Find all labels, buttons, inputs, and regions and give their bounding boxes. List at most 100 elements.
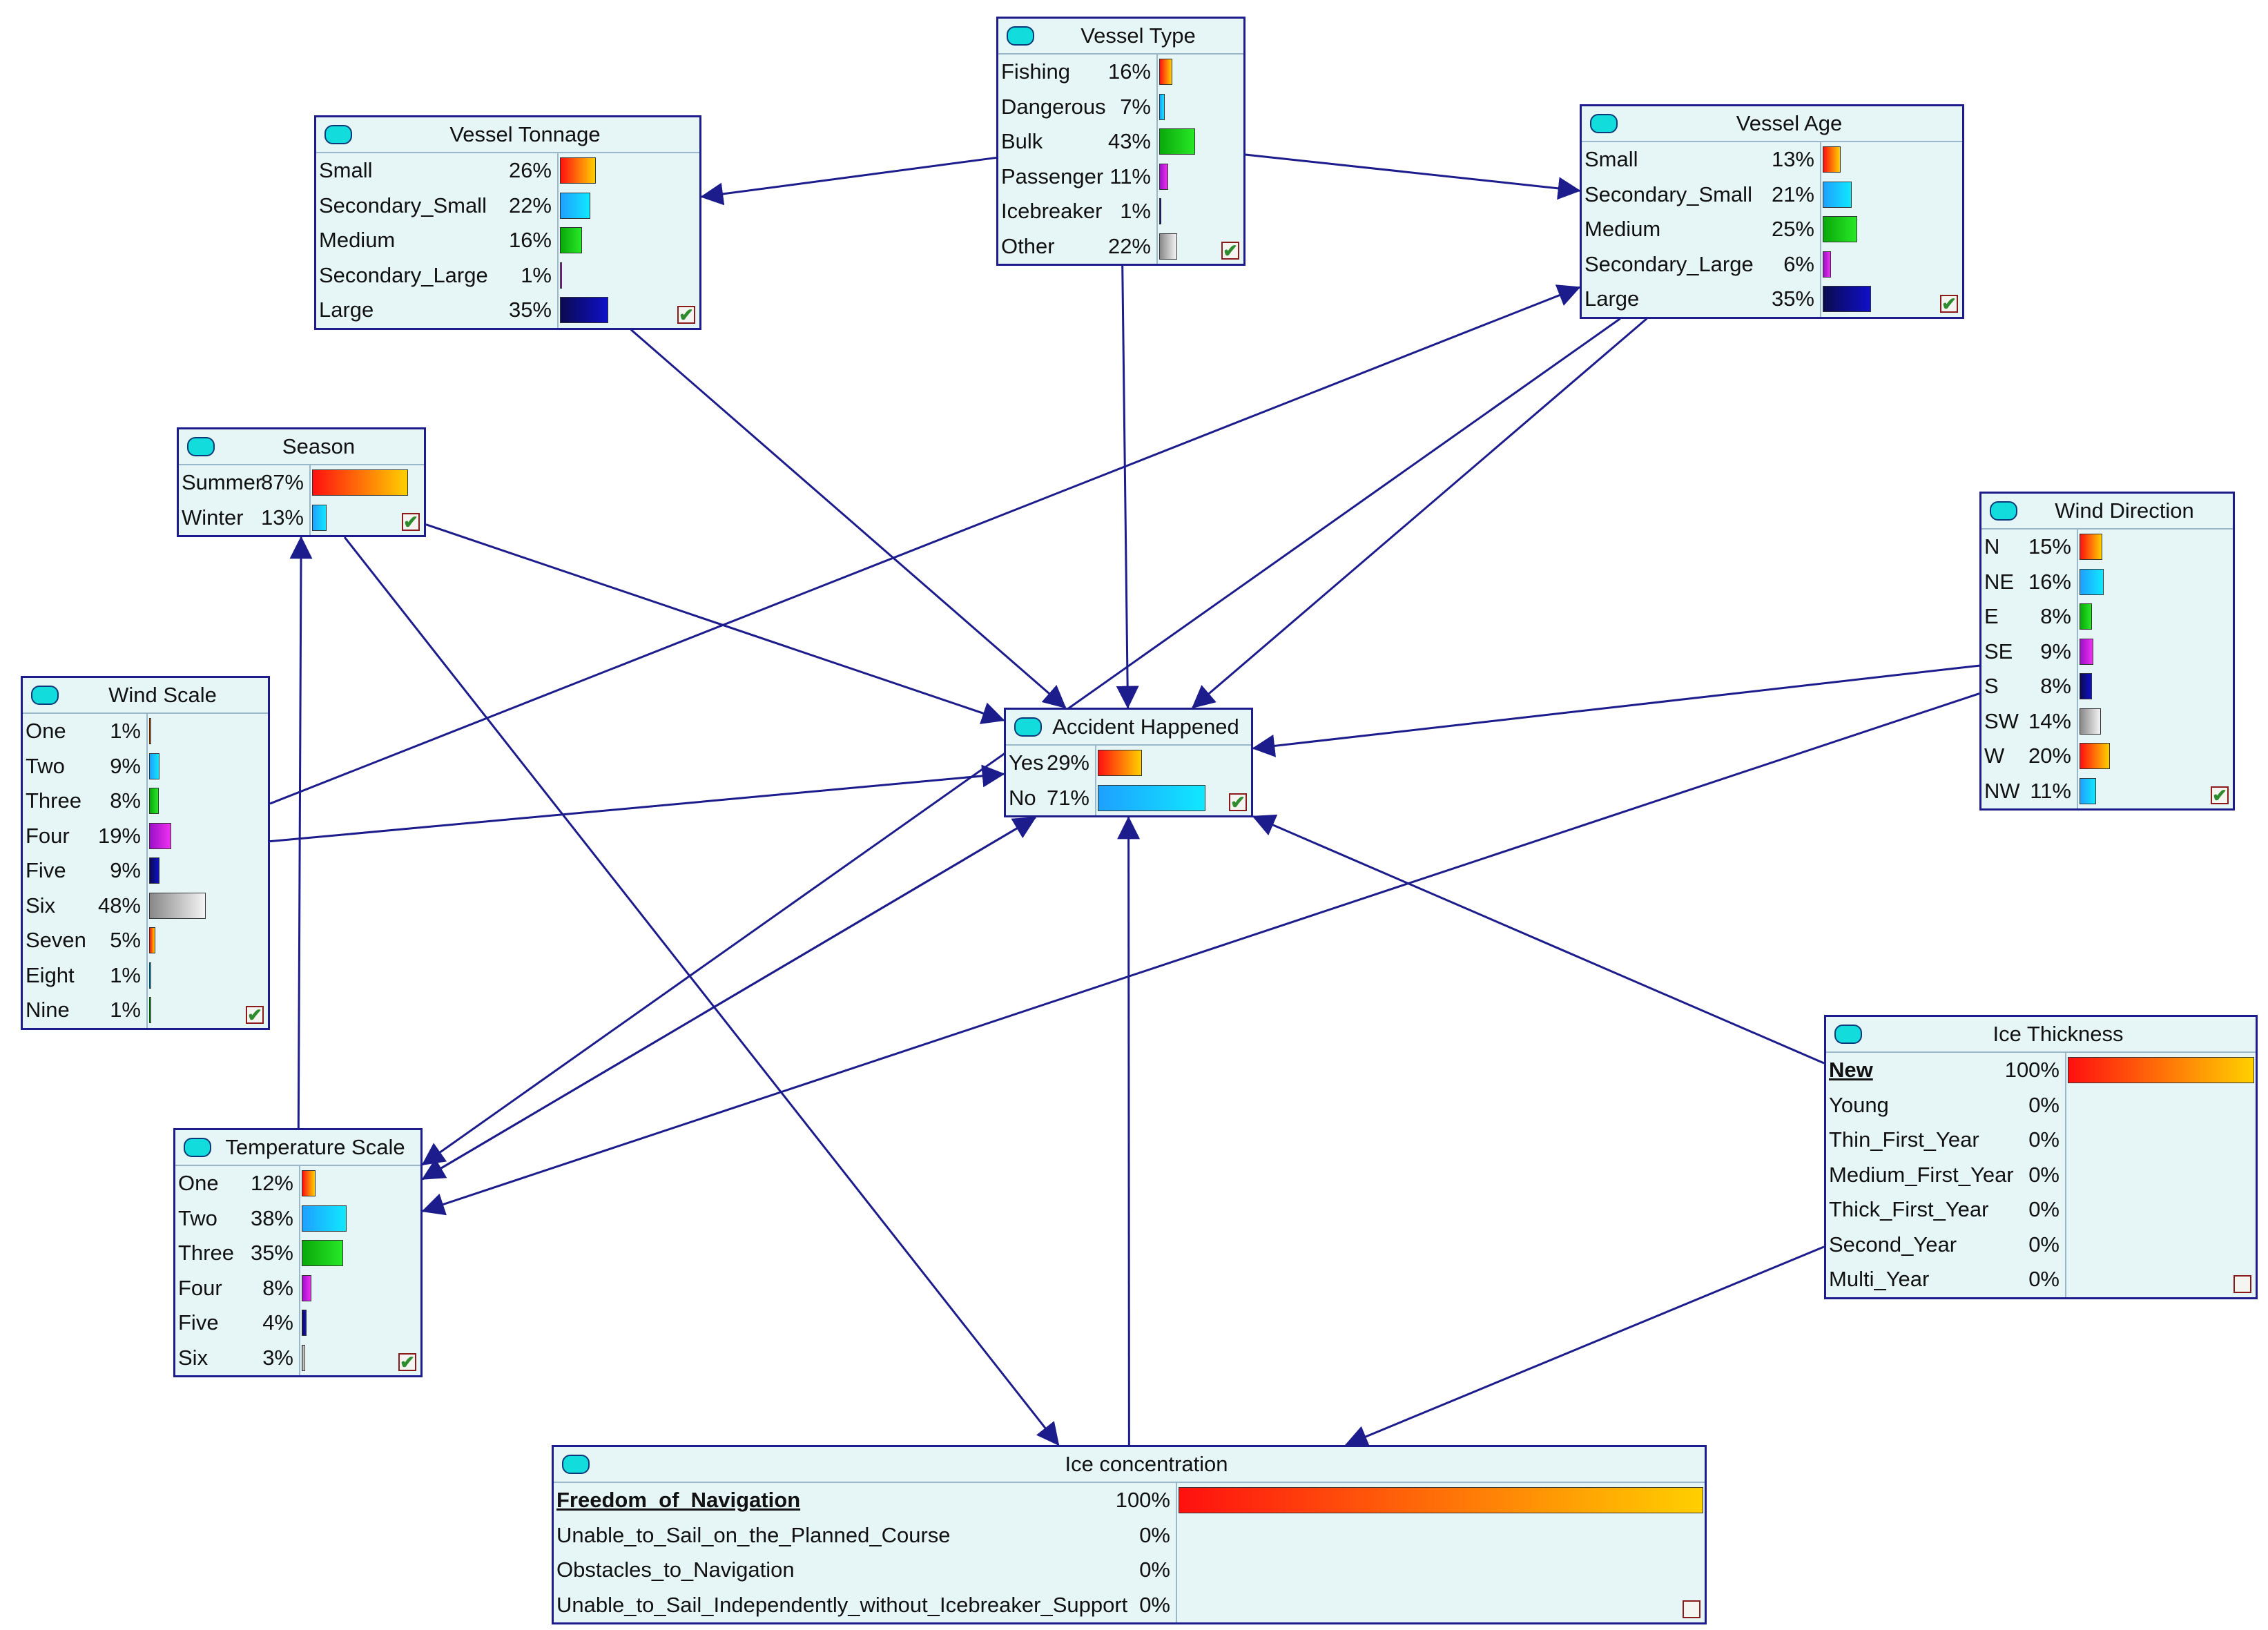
node-header[interactable]: Wind Scale [23,678,268,714]
probability-bar [302,1274,311,1301]
state-row[interactable]: Unable_to_Sail_Independently_without_Ice… [554,1588,1705,1623]
unchecked-checkbox-icon[interactable] [1683,1600,1700,1618]
checked-checkbox-icon[interactable]: ✔ [2211,786,2229,804]
state-name: Fishing [1001,59,1070,84]
node-header[interactable]: Wind Direction [1981,494,2233,530]
probability-bar [149,857,160,884]
node-type-icon [184,1138,211,1157]
node-header[interactable]: Temperature Scale [175,1130,420,1166]
bar-column-divider [1156,55,1158,264]
edge-vessel-type-to-vessel-age [1245,153,1581,200]
checked-checkbox-icon[interactable]: ✔ [402,513,420,531]
checked-checkbox-icon[interactable]: ✔ [677,305,695,324]
checked-checkbox-icon[interactable]: ✔ [1229,793,1247,811]
probability-bar [302,1170,316,1196]
checked-checkbox-icon[interactable]: ✔ [1221,242,1239,260]
node-header[interactable]: Vessel Tonnage [316,117,699,153]
node-header[interactable]: Accident Happened [1006,710,1251,746]
node-header[interactable]: Vessel Age [1582,106,1962,142]
state-name: Four [178,1275,222,1300]
state-row[interactable]: Fishing 16% [998,55,1243,90]
state-name: Dangerous [1001,94,1106,119]
node-header[interactable]: Vessel Type [998,19,1243,55]
checked-checkbox-icon[interactable]: ✔ [1940,294,1958,313]
node-type-icon [1014,717,1042,737]
checked-checkbox-icon[interactable]: ✔ [398,1353,416,1371]
probability-bar [560,157,596,184]
state-name: Secondary_Small [1584,182,1752,206]
node-header[interactable]: Ice Thickness [1826,1017,2256,1053]
state-percent: 16% [1107,59,1151,84]
edge-wind-scale-to-vessel-age [269,284,1581,805]
probability-bar [2080,603,2092,630]
state-percent: 48% [97,893,141,918]
node-header[interactable]: Season [179,429,424,465]
node-header[interactable]: Ice concentration [554,1447,1705,1483]
unchecked-checkbox-icon[interactable] [2233,1274,2251,1293]
checked-checkbox-icon[interactable]: ✔ [246,1005,264,1024]
